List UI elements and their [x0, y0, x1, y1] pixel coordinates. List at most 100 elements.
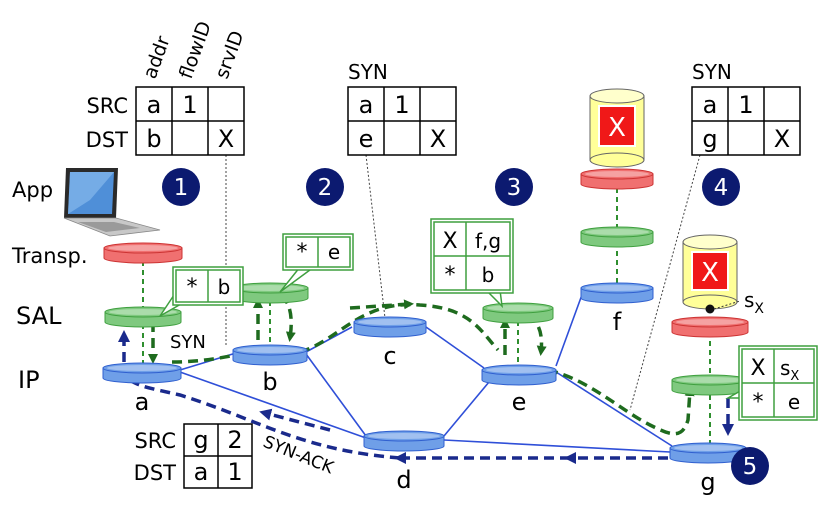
step-marker-3: 3	[495, 168, 533, 206]
service-instance-label: sX	[744, 288, 764, 317]
laptop-icon	[63, 168, 161, 237]
transport-disk-f	[580, 168, 654, 190]
layer-label-transport: Transp.	[11, 244, 88, 268]
link-c-e	[425, 326, 485, 369]
service_table_b-value-0: e	[328, 240, 340, 264]
pointer-packet2	[365, 154, 386, 319]
layer-label-ip: IP	[18, 366, 40, 394]
service_table_e-key-1: *	[445, 263, 456, 288]
synack-path-d-a	[122, 369, 401, 460]
step-number-2: 2	[318, 175, 333, 201]
packet2-dst-cell-2: X	[430, 125, 446, 153]
step-number-3: 3	[507, 175, 522, 201]
link-d-g	[443, 439, 671, 453]
service_table_e-value-1: b	[482, 263, 495, 287]
packet4-src-cell-1: 1	[738, 91, 753, 119]
syn-path-label: SYN	[170, 332, 206, 353]
syn-path-b-e	[299, 302, 500, 354]
syn-path-e-g	[547, 368, 695, 436]
link-b-d	[305, 353, 367, 437]
service-label-f: X	[608, 113, 626, 143]
column-header-srvid: srvID	[211, 28, 249, 82]
layer-label-sal: SAL	[16, 302, 62, 330]
service_table_b-key-0: *	[297, 240, 308, 265]
transport-disk-g	[671, 316, 749, 338]
step-number-5: 5	[743, 454, 758, 480]
service_table_e-key-0: X	[442, 229, 457, 254]
packet1-dst-cell-2: X	[218, 125, 234, 153]
sal-disk-e	[482, 302, 554, 324]
node-label-f: f	[613, 308, 622, 336]
step-marker-5: 5	[731, 447, 769, 485]
step-marker-4: 4	[702, 168, 740, 206]
sal-disk-g	[671, 374, 749, 396]
step-markers: 1 2 3 4 5	[162, 168, 769, 485]
link-e-g	[555, 371, 673, 447]
ip-disk-e	[481, 364, 557, 386]
synack-path-arrow-d-a	[259, 408, 331, 432]
service_table_a-value-0: b	[218, 275, 231, 299]
packet4-title: SYN	[692, 60, 732, 84]
service-label-g: X	[701, 258, 719, 288]
ip-disk-d	[363, 430, 445, 452]
column-header-addr: addr	[139, 33, 175, 82]
packet1-row-label-dst: DST	[86, 128, 129, 152]
packet2-src-cell-0: a	[359, 91, 374, 119]
ip-disk-g	[669, 442, 747, 464]
packet2-title: SYN	[348, 60, 388, 84]
syn-path	[148, 292, 695, 436]
node-labels: a b c d e f g	[135, 308, 716, 496]
ip-links	[179, 291, 673, 453]
ip-disk-a	[102, 362, 182, 384]
node-label-b: b	[262, 368, 277, 396]
service_table_g-key-0: X	[750, 356, 765, 381]
step-number-4: 4	[714, 175, 729, 201]
link-e-f	[555, 291, 584, 367]
ip-disk-b	[232, 344, 308, 366]
service_table_g-value-1: e	[788, 390, 800, 414]
link-a-d	[179, 371, 367, 439]
packet_ack-src-cell-0: g	[193, 426, 208, 454]
service-instance-pointer	[713, 300, 741, 310]
service-cylinder-f: X	[589, 88, 645, 168]
protocol-layer-disks	[102, 168, 749, 464]
packet1-dst-cell-0: b	[146, 125, 161, 153]
link-d-e	[443, 375, 495, 437]
packet4-src-cell-0: a	[703, 91, 718, 119]
packet_ack-dst-cell-0: a	[194, 458, 209, 486]
packet2-src-cell-1: 1	[394, 91, 409, 119]
service_table_g-key-1: *	[753, 390, 764, 415]
packet2-dst-cell-0: e	[359, 125, 374, 153]
node-label-e: e	[512, 388, 527, 416]
transport-disk-a	[103, 242, 183, 264]
packet4-dst-cell-0: g	[702, 125, 717, 153]
packet_ack-row-label-src: SRC	[134, 429, 176, 453]
node-label-g: g	[700, 468, 715, 496]
column-header-flowid: flowID	[175, 18, 216, 81]
service-table-a: *b	[159, 266, 244, 317]
step-marker-2: 2	[306, 168, 344, 206]
pointer-packet4	[629, 154, 701, 411]
link-b-c	[305, 326, 353, 353]
node-label-d: d	[396, 466, 411, 494]
service-table-b: *e	[279, 233, 354, 293]
packet4-dst-cell-2: X	[774, 125, 790, 153]
packet1-src-cell-1: 1	[182, 91, 197, 119]
column-headers: addr flowID srvID	[139, 18, 249, 81]
ip-disk-f	[580, 282, 654, 304]
sal-disk-f	[580, 226, 654, 248]
layer-label-app: App	[12, 178, 53, 202]
node-label-c: c	[383, 342, 396, 370]
step-number-1: 1	[174, 175, 189, 201]
packet1-row-label-src: SRC	[86, 94, 128, 118]
node-label-a: a	[135, 388, 150, 416]
service-instance-dot	[705, 304, 715, 314]
step-marker-1: 1	[162, 168, 200, 206]
packet-pointers	[225, 154, 701, 411]
